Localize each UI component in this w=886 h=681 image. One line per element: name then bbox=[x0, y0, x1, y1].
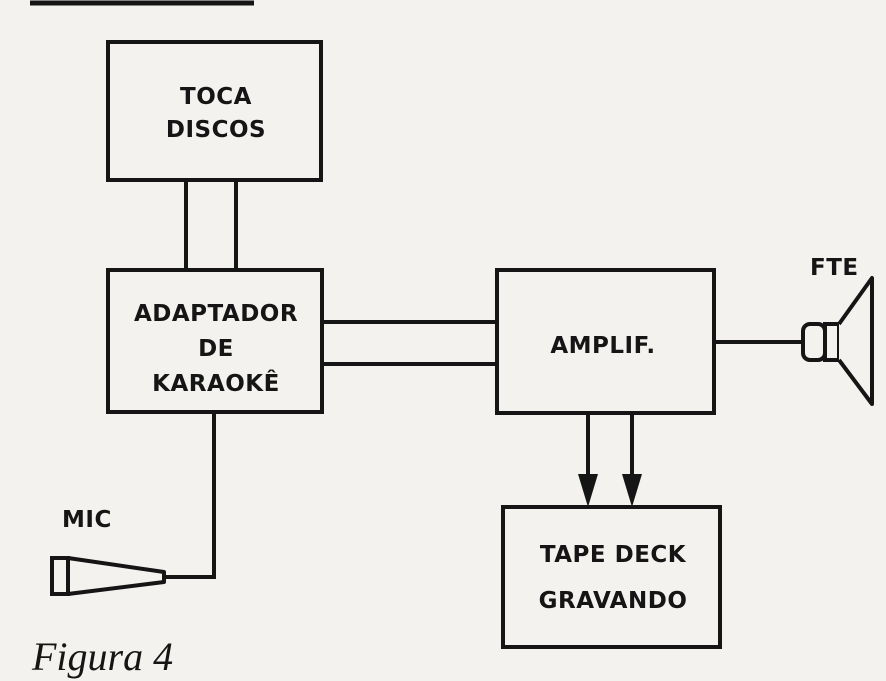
toca-discos-line-2: DISCOS bbox=[166, 117, 266, 143]
block-amplif bbox=[495, 268, 716, 415]
tape-deck-line-2: GRAVANDO bbox=[539, 588, 688, 614]
block-adaptador-karaoke bbox=[106, 268, 324, 414]
adaptador-line-2: DE bbox=[198, 336, 234, 362]
arrow-head-left bbox=[578, 474, 598, 507]
adaptador-line-1: ADAPTADOR bbox=[134, 301, 298, 327]
speaker-label: FTE bbox=[810, 255, 859, 281]
adaptador-line-3: KARAOKÊ bbox=[152, 369, 280, 397]
speaker-icon bbox=[801, 276, 874, 406]
block-tape-deck bbox=[501, 505, 722, 649]
microphone-label: MIC bbox=[62, 507, 112, 533]
tape-deck-line-1: TAPE DECK bbox=[540, 542, 687, 568]
microphone-icon bbox=[50, 556, 166, 596]
link-adaptador-mic bbox=[164, 412, 216, 579]
toca-discos-line-1: TOCA bbox=[180, 84, 252, 110]
connectors bbox=[164, 180, 803, 579]
arrow-head-right bbox=[622, 474, 642, 507]
figure-caption: Figura 4 bbox=[31, 634, 173, 679]
amplif-label: AMPLIF. bbox=[550, 333, 655, 359]
block-toca-discos bbox=[106, 40, 323, 182]
